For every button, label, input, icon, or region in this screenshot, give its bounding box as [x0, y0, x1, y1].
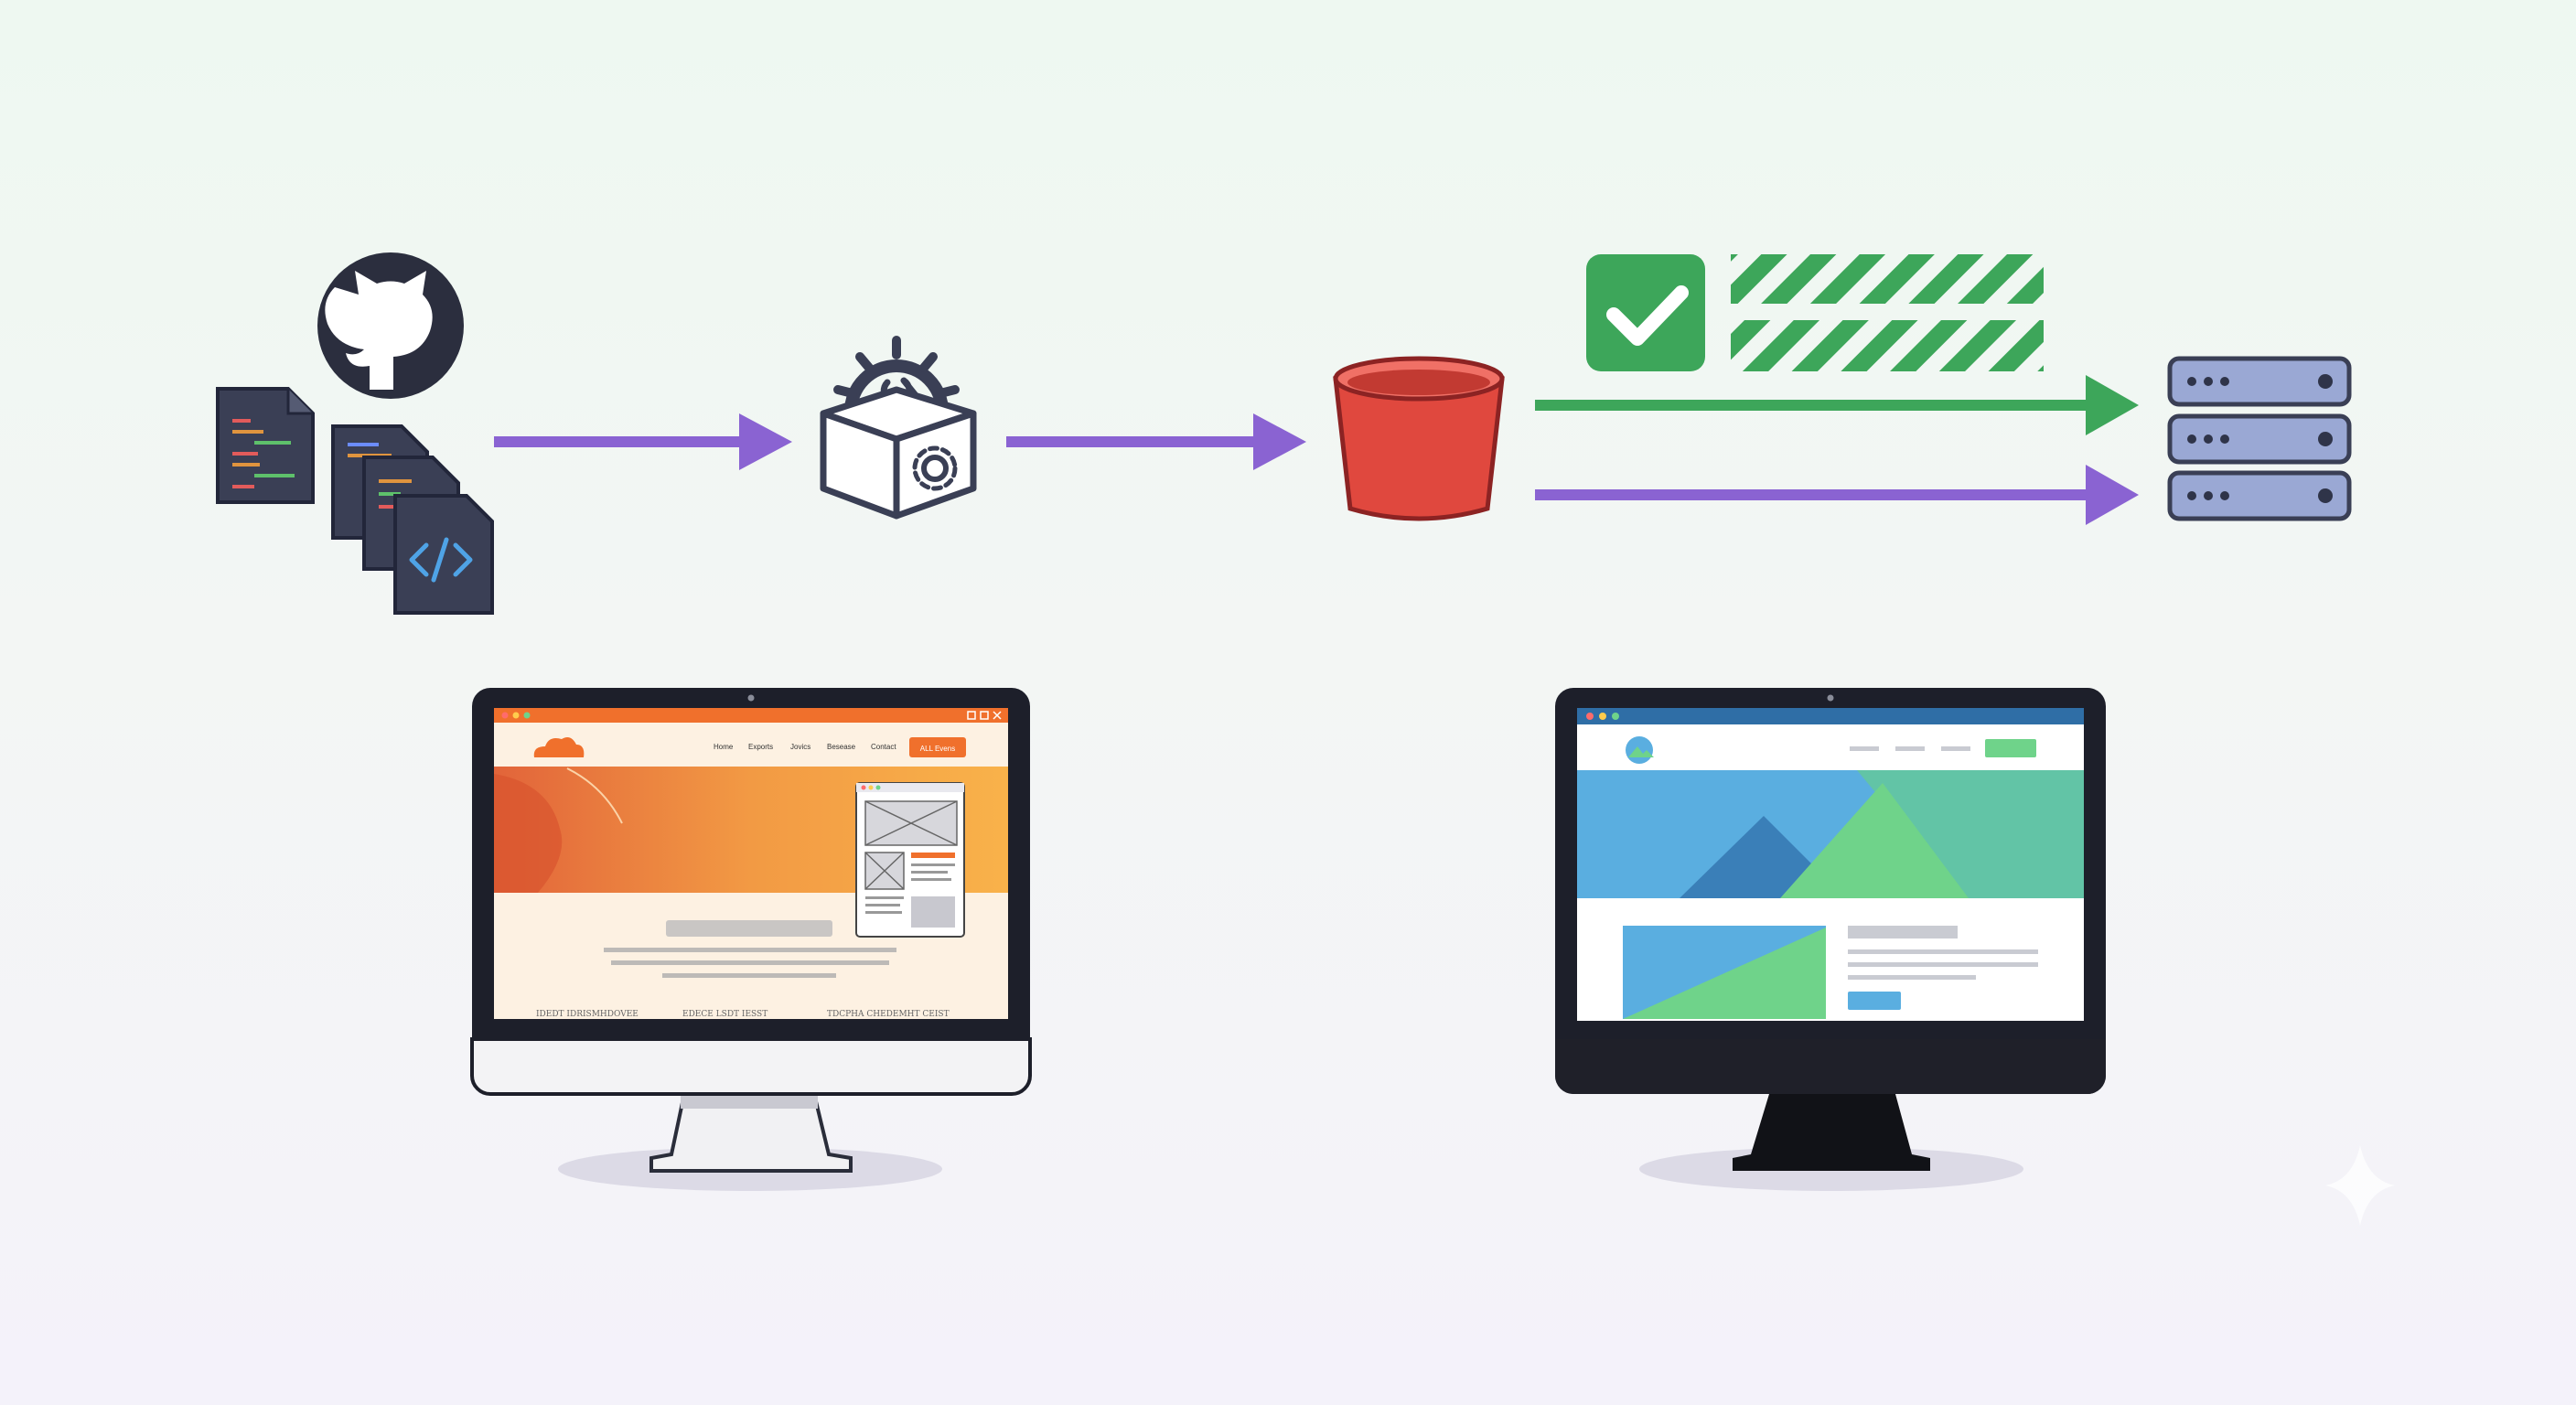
bucket-icon — [1333, 356, 1505, 521]
nav-home[interactable]: Home — [714, 743, 734, 751]
footer-col-3: TDCPHA CHEDEMHT CEIST — [827, 1010, 950, 1019]
nav-besease[interactable]: Besease — [827, 743, 856, 751]
read-more-button[interactable] — [1848, 992, 1901, 1010]
arrow-source-to-build — [494, 413, 792, 470]
cloud-logo — [533, 737, 585, 757]
nav-cta-button[interactable] — [1985, 739, 2036, 757]
hero-image — [1577, 770, 2084, 898]
server-stack-icon — [2167, 356, 2352, 521]
arrow-green-deploy — [1535, 375, 2139, 435]
nav-contact[interactable]: Contact — [871, 743, 896, 751]
site-logo-icon — [1626, 736, 1654, 764]
arrow-purple-deploy — [1535, 465, 2139, 525]
github-icon — [317, 252, 464, 399]
build-box-gear-icon — [820, 336, 977, 520]
code-file-icon — [393, 494, 494, 615]
code-file-icon — [216, 387, 315, 504]
nav-jovics[interactable]: Jovics — [790, 743, 810, 751]
progress-stripes-icon — [1731, 254, 2044, 371]
wireframe-card — [855, 782, 965, 938]
nav-exports[interactable]: Exports — [748, 743, 773, 751]
arrow-build-to-storage — [1006, 413, 1306, 470]
cta-button[interactable] — [909, 737, 966, 757]
footer-col-1: IDEDT IDRISMHDOVEE — [536, 1010, 639, 1019]
right-screen — [1577, 708, 2084, 1021]
nav-item[interactable] — [1850, 746, 1879, 751]
nav-item[interactable] — [1895, 746, 1925, 751]
left-screen: Home Exports Jovics Besease Contact ALL … — [494, 708, 1008, 1019]
nav-item[interactable] — [1941, 746, 1970, 751]
check-icon — [1586, 254, 1705, 371]
content-image — [1623, 926, 1826, 1019]
footer-col-2: EDECE LSDT IESST — [682, 1010, 767, 1019]
cta-label: ALL Evens — [920, 745, 955, 753]
